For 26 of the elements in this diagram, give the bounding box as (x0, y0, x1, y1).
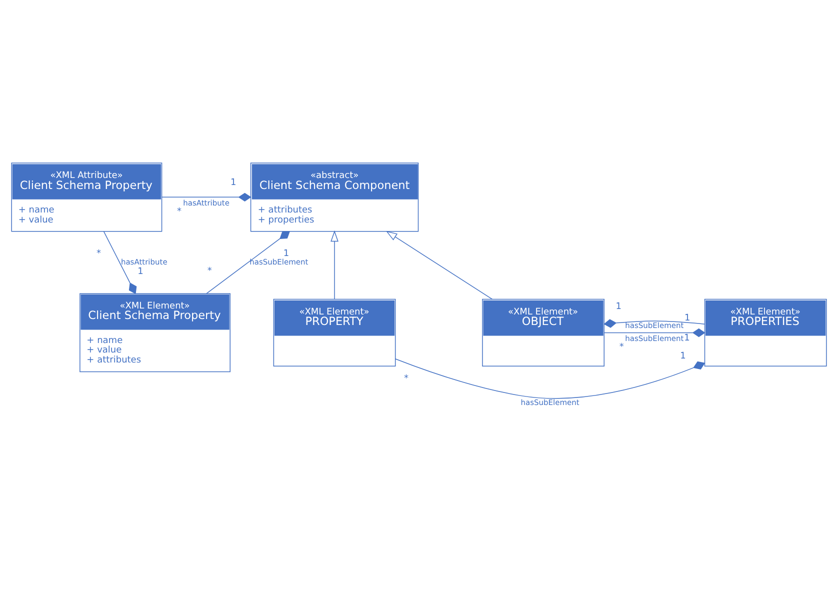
arrow (330, 230, 338, 300)
label: 1 (684, 313, 690, 324)
edge-label: hasSubElement (250, 256, 308, 266)
label: * (207, 266, 212, 276)
edge-label: hasSubElement (625, 333, 684, 342)
label: 1 (616, 302, 622, 312)
connector (103, 230, 137, 294)
label: * (177, 206, 182, 216)
connector (206, 230, 290, 294)
label: 1 (138, 266, 144, 276)
label: 1 (283, 248, 290, 259)
connector (162, 192, 252, 202)
label: * (96, 248, 102, 258)
label: 1 (680, 351, 686, 362)
arrow (386, 230, 493, 300)
edge-label: hasSubElement (520, 397, 580, 406)
connector (604, 328, 706, 337)
label: * (619, 342, 624, 352)
edge-label: hasSubElement (625, 320, 684, 330)
label: 1 (230, 178, 236, 188)
label: 1 (684, 333, 690, 344)
label: * (404, 373, 409, 384)
connector (604, 318, 705, 328)
connector (394, 358, 706, 398)
edge-label: hasAttribute (183, 198, 230, 207)
edge-label: hasAttribute (120, 256, 168, 266)
